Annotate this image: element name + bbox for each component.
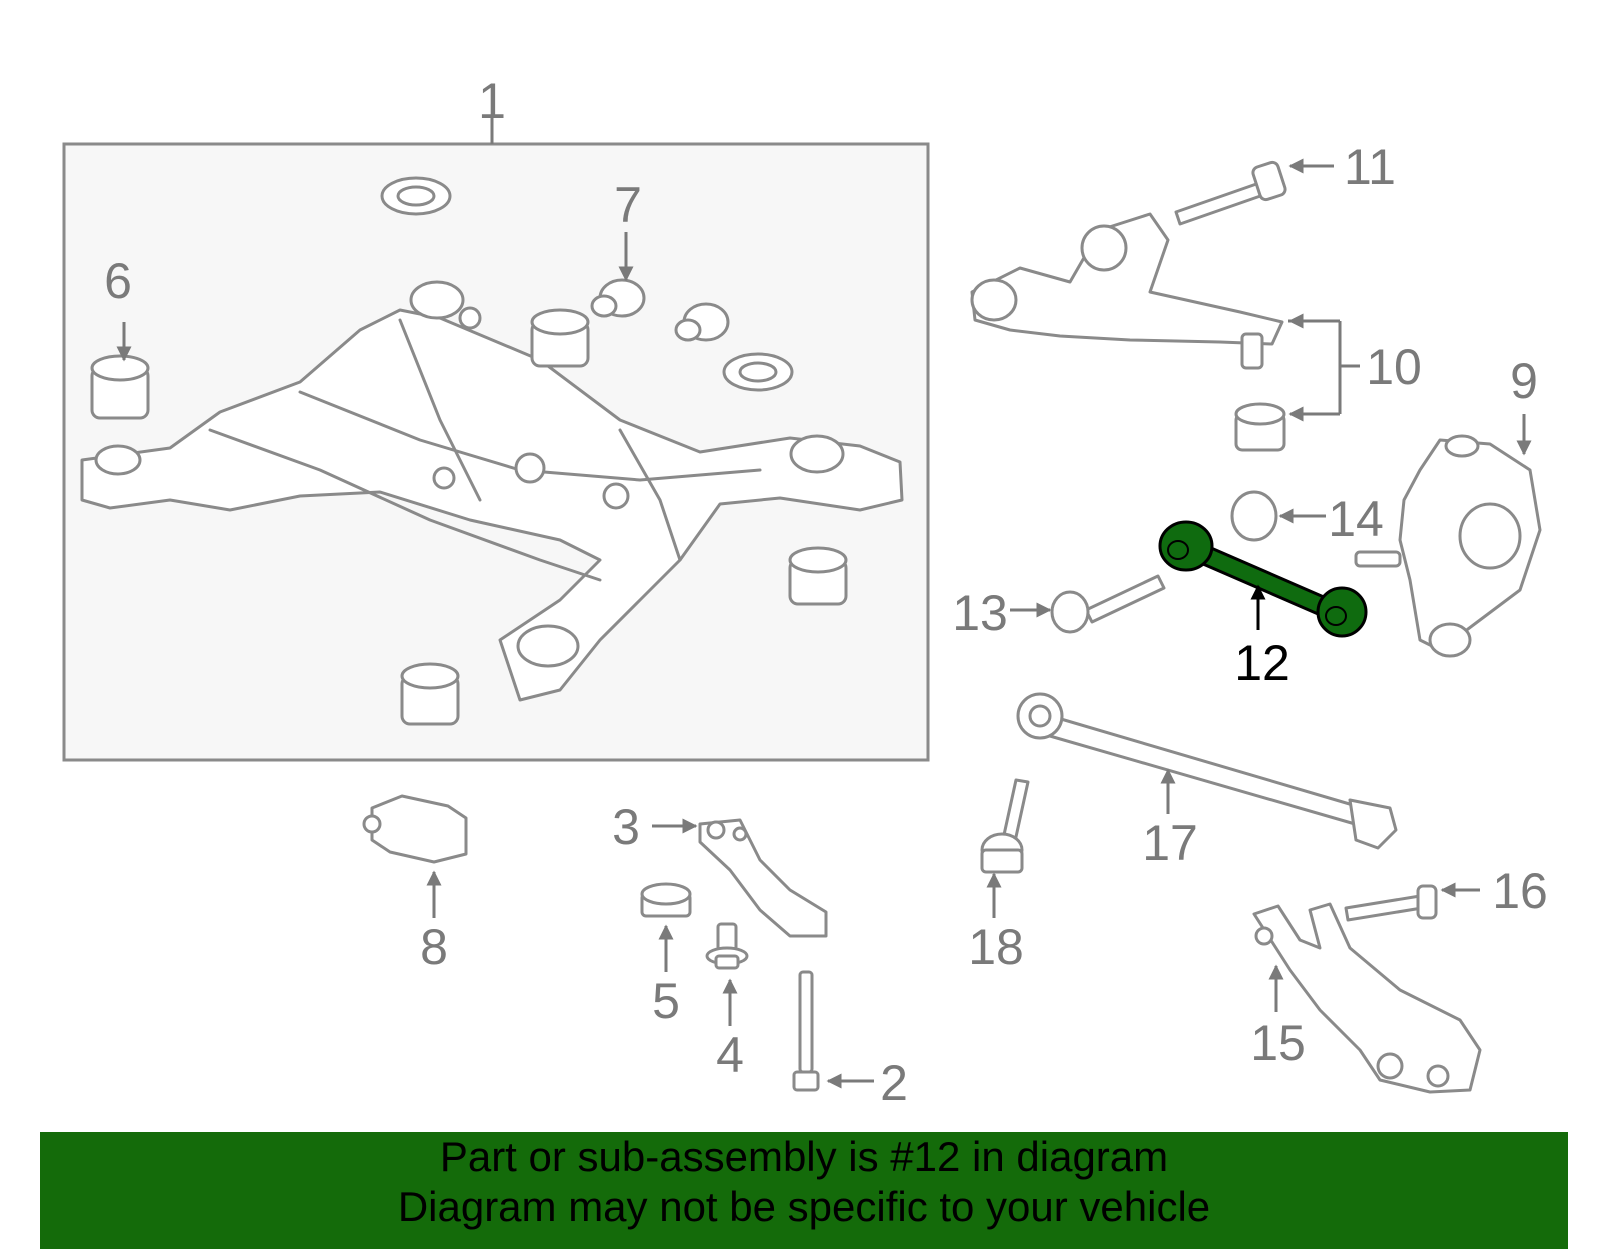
- callout-2: 2: [880, 1055, 908, 1111]
- callout-4: 4: [716, 1027, 744, 1083]
- banner-line-1: Part or sub-assembly is #12 in diagram: [439, 1133, 1169, 1180]
- part-3-bracket: [698, 818, 828, 938]
- part-13-bolt: [1050, 574, 1166, 634]
- callout-12: 12: [1234, 635, 1290, 691]
- part-15-trailing-arm: [1252, 902, 1482, 1094]
- part-17-link: [1016, 692, 1398, 850]
- bushing-bottom: [400, 662, 460, 726]
- part-10-upper-arm: [970, 212, 1284, 370]
- callout-18: 18: [968, 919, 1024, 975]
- callout-5: 5: [652, 973, 680, 1029]
- callout-3: 3: [612, 799, 640, 855]
- bushing-upper-mid: [530, 308, 590, 368]
- part-2-bolt: [792, 970, 820, 1092]
- callout-14: 14: [1328, 491, 1384, 547]
- mount-seat-top: [380, 176, 452, 216]
- part-9-knuckle: [1354, 434, 1542, 658]
- bushing-6: [90, 354, 150, 420]
- bushing-right: [788, 546, 848, 606]
- part-5-washer: [640, 882, 692, 918]
- part-11-bolt: [1174, 160, 1287, 226]
- bushing-small: [674, 302, 730, 342]
- mount-seat-mid: [722, 352, 794, 392]
- callout-7: 7: [614, 177, 642, 233]
- info-banner: Part or sub-assembly is #12 in diagram D…: [40, 1132, 1568, 1249]
- callout-10: 10: [1366, 339, 1422, 395]
- callout-6: 6: [104, 253, 132, 309]
- callout-17: 17: [1142, 815, 1198, 871]
- callout-8: 8: [420, 919, 448, 975]
- part-12-highlight-arm: [1158, 520, 1368, 638]
- callout-1: 1: [478, 73, 506, 129]
- callout-9: 9: [1510, 353, 1538, 409]
- callout-16: 16: [1492, 863, 1548, 919]
- callout-13: 13: [952, 585, 1008, 641]
- part-4-bolt: [705, 922, 749, 970]
- subframe: [80, 280, 904, 702]
- banner-line-2: Diagram may not be specific to your vehi…: [397, 1183, 1211, 1230]
- part-16-bolt: [1344, 884, 1438, 922]
- part-18-bolt: [980, 778, 1030, 874]
- callout-15: 15: [1250, 1015, 1306, 1071]
- part-14-bushing: [1230, 490, 1278, 542]
- part-10-bushing: [1234, 402, 1286, 452]
- part-8-mount: [362, 794, 468, 864]
- bushing-7: [590, 278, 646, 318]
- callout-11: 11: [1344, 139, 1396, 195]
